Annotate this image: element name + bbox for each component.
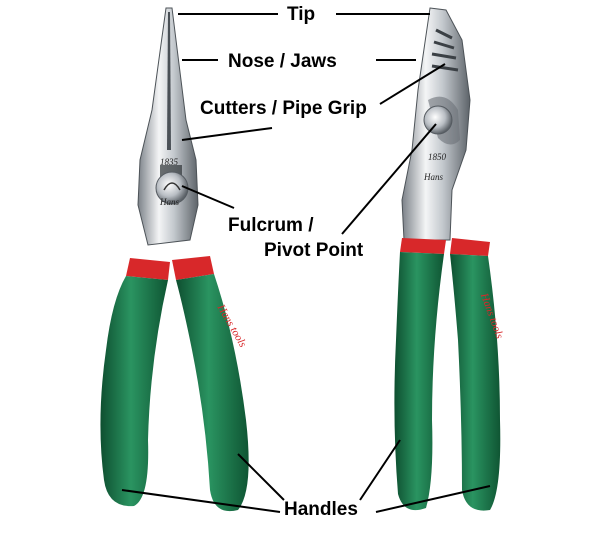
right-pliers-handle-left [394, 252, 444, 511]
cutters-leader-left [181, 127, 273, 141]
left-brand-mark: Hans [160, 197, 180, 207]
left-pliers-red-grip-left [126, 258, 170, 280]
right-model-number: 1850 [428, 152, 446, 162]
leader-lines [121, 13, 491, 513]
slip-joint-pliers [394, 7, 501, 511]
handles-leader-far-left [121, 489, 281, 513]
right-brand-mark: Hans [424, 172, 444, 182]
pivot-point-label: Pivot Point [264, 240, 364, 261]
right-pliers-handle-right [450, 254, 501, 511]
nose-jaws-label: Nose / Jaws [228, 51, 337, 72]
tip-label: Tip [287, 4, 316, 25]
right-pliers-red-grip-right [450, 238, 490, 256]
fulcrum-label: Fulcrum / [228, 215, 314, 236]
left-model-number: 1835 [160, 157, 178, 167]
cutters-leader-right [379, 63, 446, 105]
left-pliers-handle-right [176, 274, 249, 512]
handles-label: Handles [284, 499, 358, 520]
handles-leader-right [359, 439, 401, 501]
cutters-pipe-grip-label: Cutters / Pipe Grip [200, 98, 367, 119]
fulcrum-leader-left [181, 185, 235, 209]
needle-nose-pliers [100, 7, 249, 512]
left-pliers-handle-left [100, 276, 168, 507]
left-pliers-red-grip-right [172, 256, 214, 280]
handles-leader-far-right [375, 485, 491, 513]
handles-leader-left [237, 453, 285, 501]
right-pliers-red-grip-left [400, 238, 446, 254]
fulcrum-leader-right [341, 123, 437, 235]
right-pliers-pivot [423, 105, 453, 135]
